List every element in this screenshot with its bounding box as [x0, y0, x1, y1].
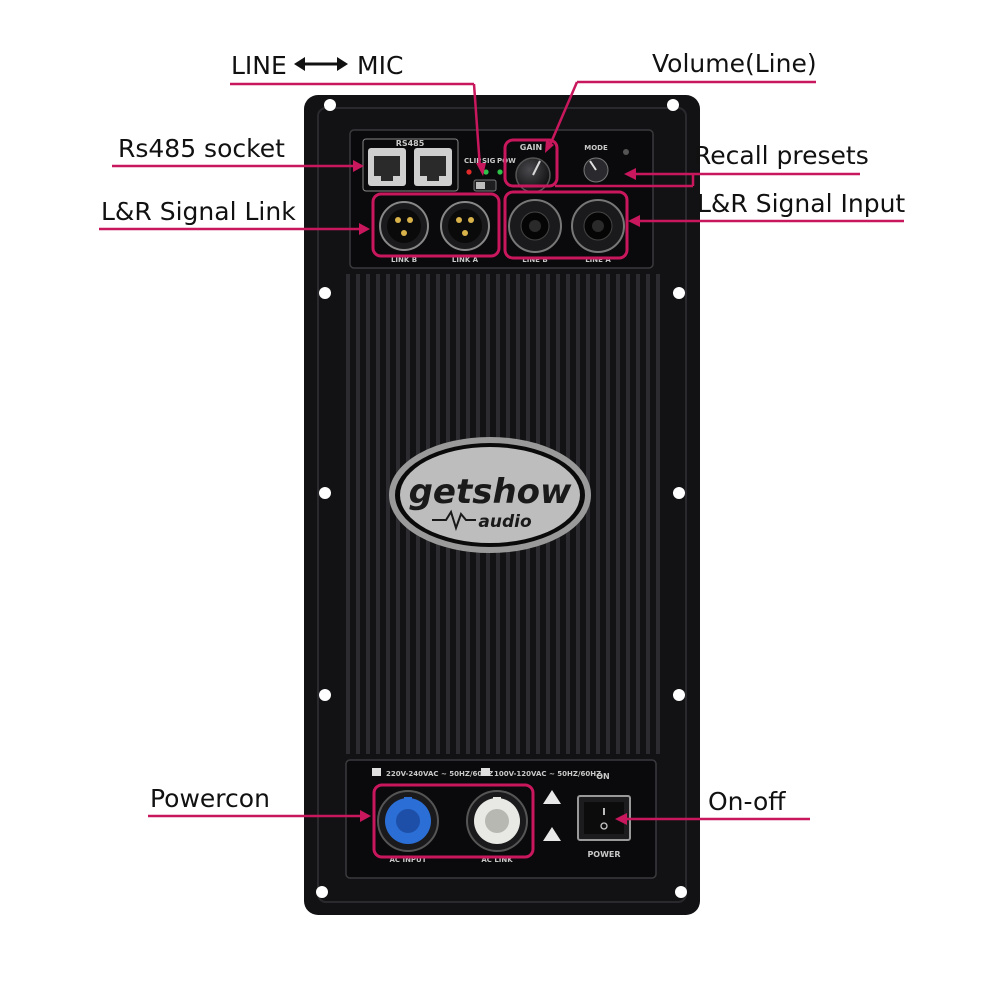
ac-input-label: AC INPUT [389, 856, 426, 864]
xlr-link-a [440, 201, 490, 251]
getshow-logo: getshow audio [389, 437, 591, 553]
warning-icon-lower [543, 827, 561, 841]
combo-input-line-b [508, 199, 562, 253]
signal-link-box [371, 192, 501, 258]
voltage-low-label: 100V-120VAC ~ 50HZ/60HZ [494, 770, 601, 778]
callout-volume: Volume(Line) [652, 49, 817, 78]
callout-signal-link: L&R Signal Link [101, 197, 296, 226]
rs485-panel-label: RS485 [396, 139, 425, 148]
powercon-ac-link [466, 790, 528, 852]
line-b-label: LINE B [522, 256, 547, 264]
volume-box [503, 138, 559, 188]
voltage-high-label: 220V-240VAC ~ 50HZ/60HZ [386, 770, 493, 778]
mode-label: MODE [584, 144, 608, 152]
callout-mic-label: MIC [357, 51, 404, 80]
link-b-label: LINK B [391, 256, 417, 264]
powercon-ac-input [377, 790, 439, 852]
sig-led [483, 169, 489, 175]
clip-led [466, 169, 472, 175]
combo-input-line-a [571, 199, 625, 253]
logo-sub: audio [478, 512, 532, 532]
callout-signal-input: L&R Signal Input [697, 189, 906, 218]
power-switch-mark: I [602, 807, 606, 818]
callout-onoff: On-off [708, 787, 786, 816]
clip-label: CLIP [464, 157, 481, 165]
rs485-socket-a [414, 148, 452, 186]
pow-led [497, 169, 503, 175]
signal-input-box [503, 190, 629, 260]
line-a-label: LINE A [585, 256, 611, 264]
power-label: POWER [587, 850, 620, 859]
powercon-box [372, 783, 535, 859]
callout-recall: Recall presets [694, 141, 869, 170]
callout-powercon: Powercon [150, 784, 270, 813]
link-a-label: LINK A [452, 256, 479, 264]
double-arrow-icon [294, 57, 348, 71]
on-label: ON [596, 772, 610, 781]
callout-arrowheads [353, 139, 640, 825]
callout-line-label: LINE [231, 51, 287, 80]
rs485-socket-b [368, 148, 406, 186]
logo-pulse-icon [432, 509, 476, 532]
sig-label: SIG [482, 157, 496, 165]
mounting-holes [316, 99, 687, 898]
callout-boxes [371, 138, 629, 859]
gain-label: GAIN [520, 143, 542, 152]
warning-icon [543, 790, 561, 804]
pow-label: POW [497, 157, 516, 165]
ac-link-label: AC LINK [481, 856, 513, 864]
callout-rs485: Rs485 socket [118, 134, 285, 163]
logo-brand: getshow [409, 472, 572, 512]
xlr-link-b [379, 201, 429, 251]
callout-leaders [99, 80, 904, 821]
